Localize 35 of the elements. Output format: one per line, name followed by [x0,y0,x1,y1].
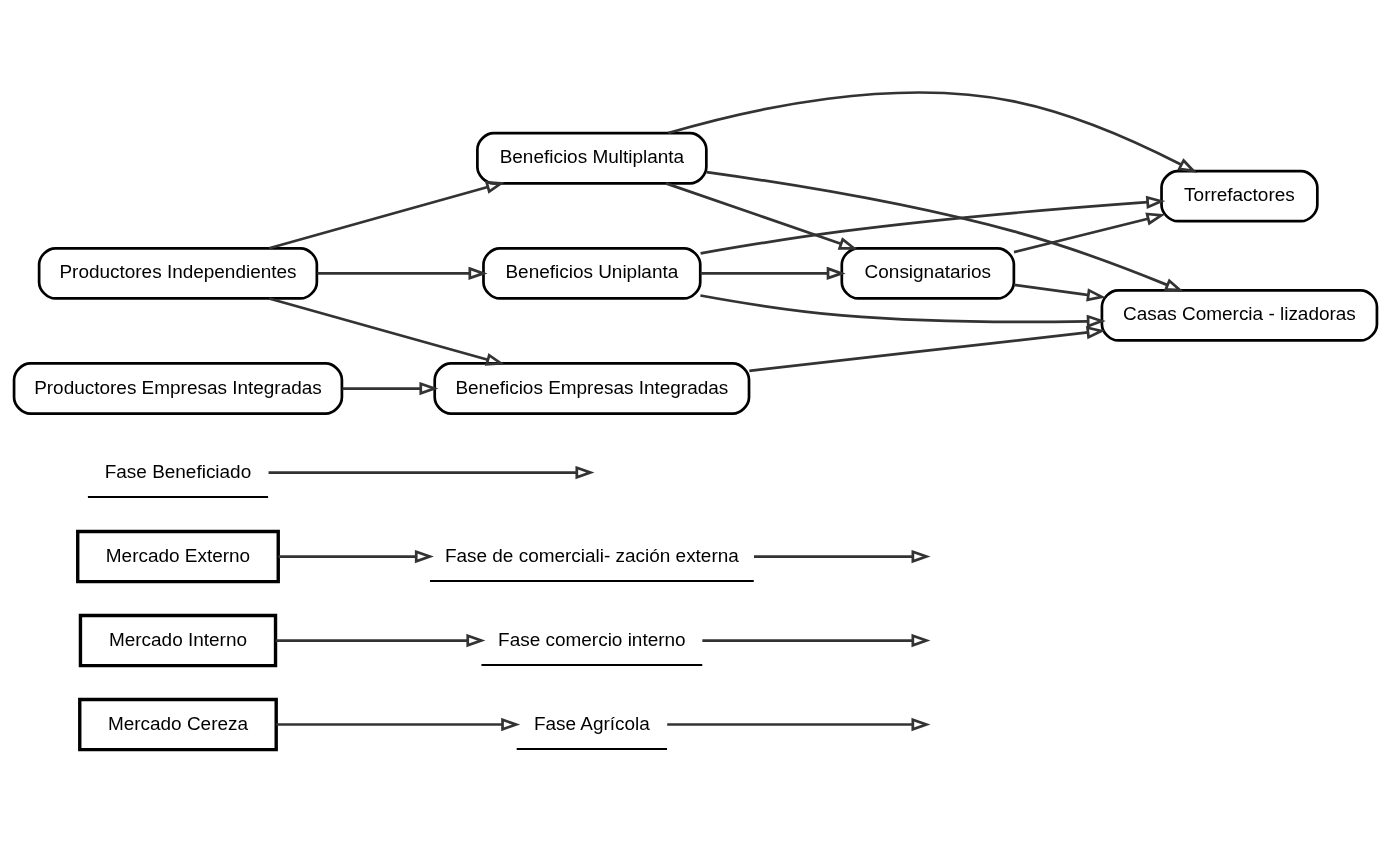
arrow [268,465,595,479]
arrow [667,717,931,731]
arrow [700,195,1166,255]
arrow [276,717,521,731]
node-box: Mercado Externo [76,529,280,583]
node-text: Fase Beneficiado [104,460,252,482]
arrow [702,633,931,647]
arrow [268,180,505,250]
arrow [317,266,488,280]
arrow [706,170,1184,292]
node-text: Fase de comerciali- zación externa [444,544,739,566]
arrow [268,296,505,366]
arrow [754,549,931,563]
arrow [275,633,486,647]
node-box: Beneficios Multiplanta [476,131,708,185]
arrow [1013,283,1106,301]
arrow [700,293,1106,328]
node-box: Beneficios Empresas Integradas [433,361,751,415]
arrow [278,549,434,563]
arrow [342,381,439,395]
node-text: Fase Agrícola [533,712,650,734]
arrow [1013,212,1166,253]
node-box: Torrefactores [1160,169,1319,223]
node-box: Productores Independientes [37,246,319,300]
node-box: Mercado Interno [78,613,278,667]
node-box: Productores Empresas Integradas [12,361,344,415]
node-box: Mercado Cereza [78,697,278,751]
arrow [665,181,858,250]
node-box: Casas Comercia - lizadoras [1100,288,1379,342]
arrow [749,325,1106,372]
arrow [700,266,846,280]
node-box: Beneficios Uniplanta [482,246,702,300]
arrow [667,90,1198,173]
node-box: Consignatarios [840,246,1016,300]
node-text: Fase comercio interno [498,628,686,650]
